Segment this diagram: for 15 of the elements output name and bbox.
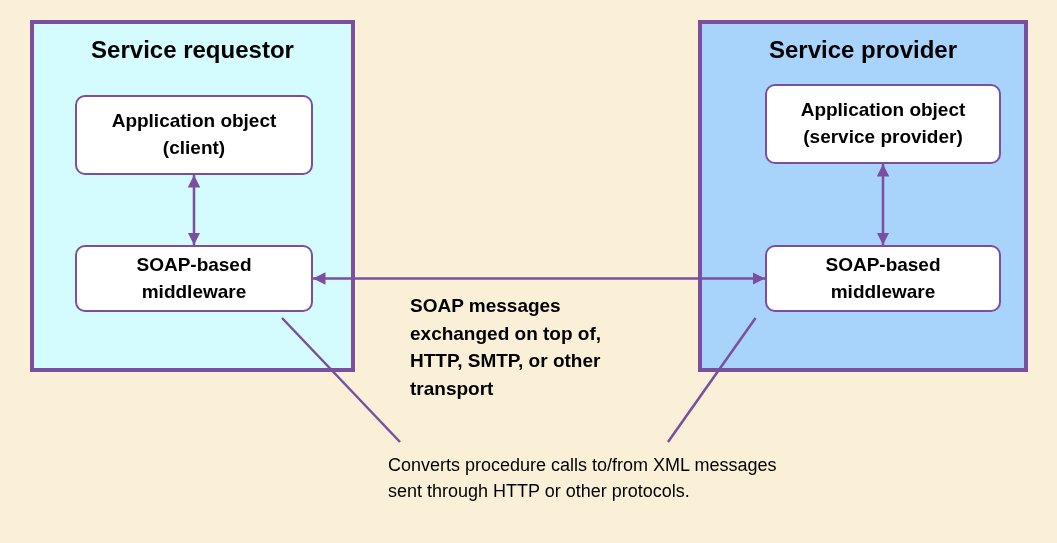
process-box: SOAP-based middleware <box>75 245 313 312</box>
note-text: Converts procedure calls to/from XML messages sent through HTTP or other protocols. <box>388 442 788 537</box>
group-panel <box>30 20 355 372</box>
arrow <box>876 164 890 245</box>
leader-line <box>281 317 401 443</box>
edge-caption: SOAP messages exchanged on top of, HTTP, SMTP, or other transport <box>410 294 603 401</box>
arrow <box>313 272 765 285</box>
process-box: Application object (client) <box>75 95 313 175</box>
process-box: SOAP-based middleware <box>765 245 1001 312</box>
panel-title: Service provider <box>767 36 959 64</box>
arrow <box>187 175 201 245</box>
leader-line <box>666 317 757 443</box>
group-panel <box>698 20 1028 372</box>
panel-title: Service requestor <box>90 36 295 64</box>
process-box: Application object (service provider) <box>765 84 1001 164</box>
